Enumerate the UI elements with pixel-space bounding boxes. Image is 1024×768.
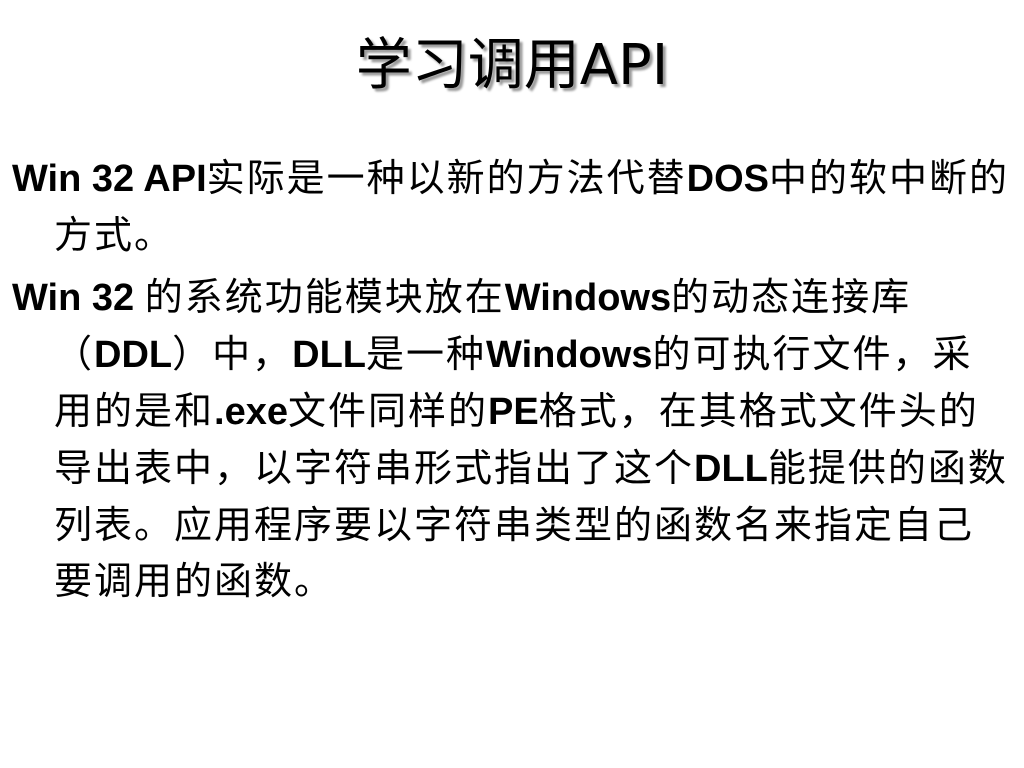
paragraph-1: Win 32 API实际是一种以新的方法代替DOS中的软中断的方式。 — [12, 150, 1012, 263]
text-run: Win 32 — [12, 277, 145, 319]
text-run: ）中， — [172, 332, 293, 376]
text-run: DOS — [686, 158, 769, 200]
text-run: PE — [488, 391, 539, 433]
text-run: 的可执行文件，采用的是和 — [54, 332, 973, 433]
text-run: .exe — [214, 391, 288, 433]
text-run: 文件同样的 — [287, 389, 488, 433]
slide-title: 学习调用API — [355, 33, 669, 98]
text-run: 的动态连接库（ — [54, 275, 912, 376]
text-run: Win 32 API — [12, 158, 207, 200]
slide-content: Win 32 API实际是一种以新的方法代替DOS中的软中断的方式。 Win 3… — [12, 150, 1012, 615]
text-run: 中的软中断的方式。 — [54, 156, 1010, 257]
text-run: Windows — [486, 334, 653, 376]
text-run: 格式，在其格式文件头的导出表中，以字符串形式指出了这个 — [54, 389, 979, 490]
text-run: DDL — [94, 334, 173, 376]
text-run: DLL — [292, 334, 367, 376]
text-run: 实际是一种以新的方法代替 — [206, 156, 687, 200]
text-run: Windows — [504, 277, 672, 319]
text-run: DLL — [694, 448, 768, 490]
text-run: 能提供的函数列表。应用程序要以字符串类型的函数名来指定自己要调用的函数。 — [54, 446, 1008, 603]
paragraph-2: Win 32 的系统功能模块放在Windows的动态连接库（DDL）中，DLL是… — [12, 269, 1012, 609]
text-run: 的系统功能模块放在 — [144, 275, 505, 319]
text-run: 是一种 — [366, 332, 487, 376]
